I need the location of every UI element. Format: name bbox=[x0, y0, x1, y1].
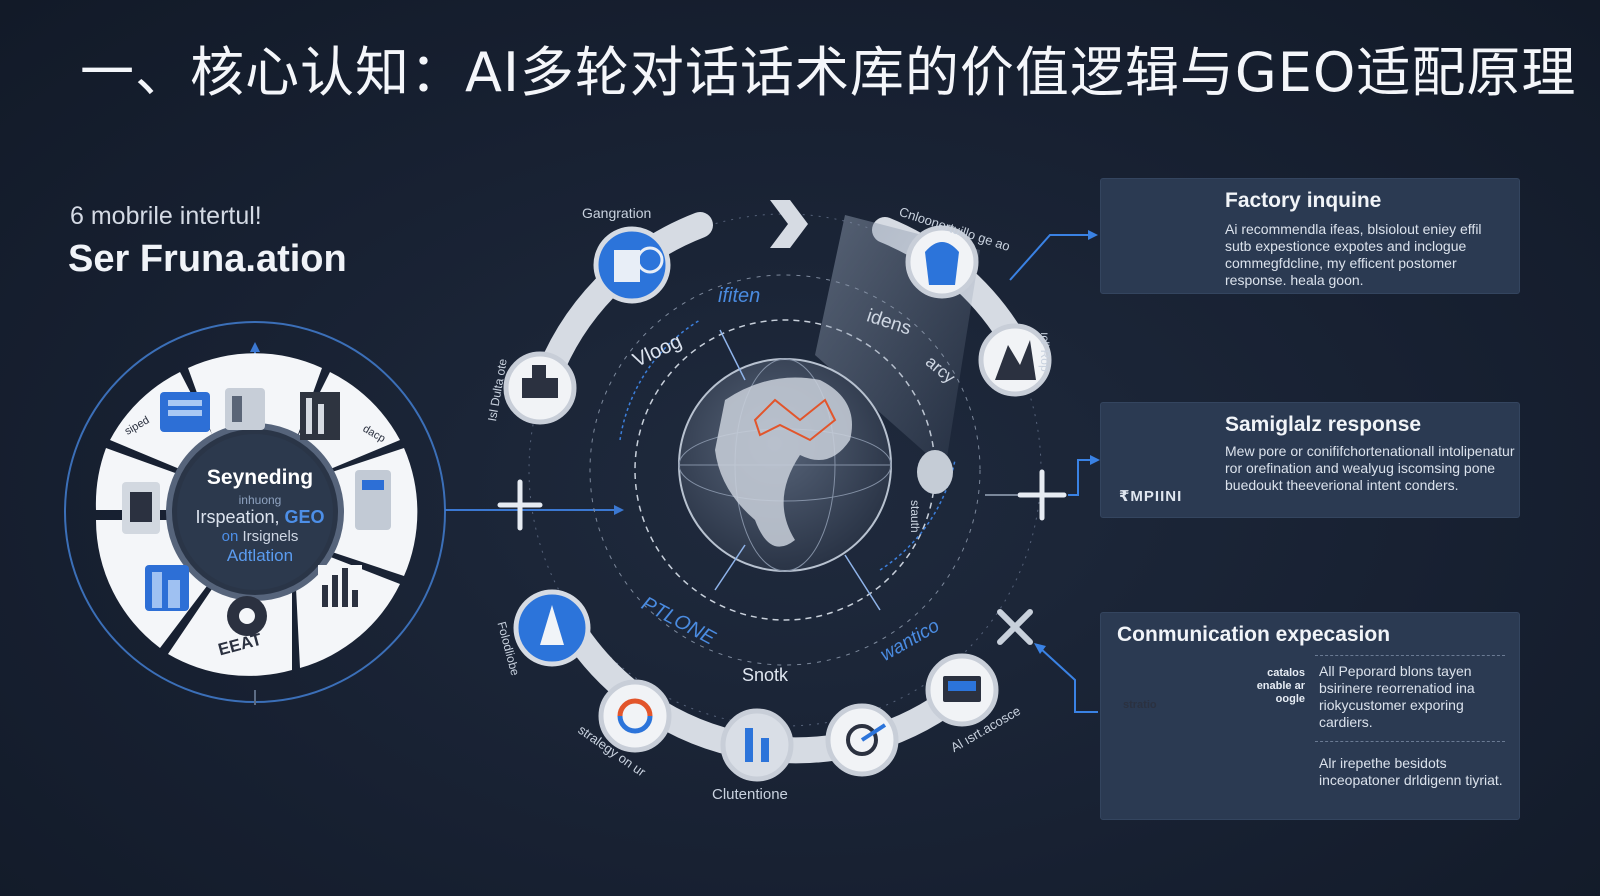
card3-mini-label-2: catalos enable ar oogle bbox=[1256, 667, 1305, 705]
ring-subtitle: inhuong bbox=[238, 493, 282, 507]
arrow-up-icon bbox=[250, 342, 260, 352]
card2-title: Samiglalz response bbox=[1225, 413, 1422, 436]
card-communication-expansion: Conmunication expecasion All Peporard bl… bbox=[1100, 612, 1520, 820]
segment-icons bbox=[122, 388, 391, 636]
orange-route-icon bbox=[753, 398, 837, 442]
left-heading: Ser Fruna.ation bbox=[68, 238, 347, 280]
label-gangration: Gangration bbox=[582, 205, 652, 221]
device-icon bbox=[355, 470, 391, 530]
label-fiten: ifiten bbox=[718, 285, 761, 307]
machine-icon bbox=[225, 388, 265, 430]
card3-body1: All Peporard blons tayen bsirinere reorr… bbox=[1319, 663, 1475, 730]
plane-icon bbox=[997, 609, 1033, 645]
node-h-icon bbox=[720, 708, 794, 782]
card3-title: Conmunication expecasion bbox=[1117, 623, 1391, 646]
ring-title: Seyneding bbox=[206, 466, 314, 489]
ring-line5: Adtlation bbox=[226, 546, 294, 565]
label-stath: stauth bbox=[908, 500, 922, 533]
card1-body: Ai recommendla ifeas, blsiolout eniey ef… bbox=[1225, 221, 1482, 288]
card2-icon-label: ₹MPIINI bbox=[1119, 488, 1183, 505]
ring-line4-a: on bbox=[221, 528, 239, 545]
ring-line4: on Irsignels bbox=[170, 528, 350, 545]
ring-line3-a: Irspeation, bbox=[195, 507, 280, 527]
center-cycle-diagram bbox=[497, 200, 1067, 782]
label-right-vertical: ıcl' Rop bbox=[1038, 332, 1052, 372]
middle-dashed-ring bbox=[589, 274, 981, 666]
left-kicker: 6 mobrile intertul! bbox=[70, 202, 262, 230]
chevron-right-icon bbox=[770, 200, 808, 248]
card-scenario-response: Samiglalz response Mew pore or conififch… bbox=[1100, 402, 1520, 518]
card-factory-inquiry: Factory inquine Ai recommendla ifeas, bl… bbox=[1100, 178, 1520, 294]
ring-line3-geo: GEO bbox=[284, 507, 325, 527]
left-ring-diagram bbox=[64, 321, 624, 705]
sparkle-right-icon bbox=[1017, 469, 1067, 521]
card2-body: Mew pore or conififchortenationall intol… bbox=[1225, 443, 1515, 493]
card3-divider-mid bbox=[1315, 741, 1505, 742]
card-connectors bbox=[1009, 234, 1098, 713]
bubble-icon bbox=[917, 450, 953, 494]
card3-mini-label-1: stratio bbox=[1123, 699, 1157, 711]
card3-divider-top bbox=[1315, 655, 1505, 656]
label-snotk: Snotk bbox=[742, 665, 789, 685]
page-title: 一、核心认知：AI多轮对话话术库的价值逻辑与GEO适配原理 bbox=[80, 41, 1577, 104]
continent-shape bbox=[715, 377, 852, 547]
card3-body2: Alr irepethe besidots inceopatoner drldi… bbox=[1319, 755, 1503, 788]
node-refresh-icon bbox=[598, 679, 672, 753]
city-icon bbox=[145, 565, 189, 611]
ring-line3: Irspeation, GEO bbox=[170, 507, 350, 528]
ring-line4-b: Irsignels bbox=[242, 528, 299, 545]
card1-title: Factory inquine bbox=[1225, 189, 1382, 212]
label-clutention: Clutentione bbox=[712, 786, 788, 803]
sparkle-left-icon bbox=[497, 479, 543, 531]
